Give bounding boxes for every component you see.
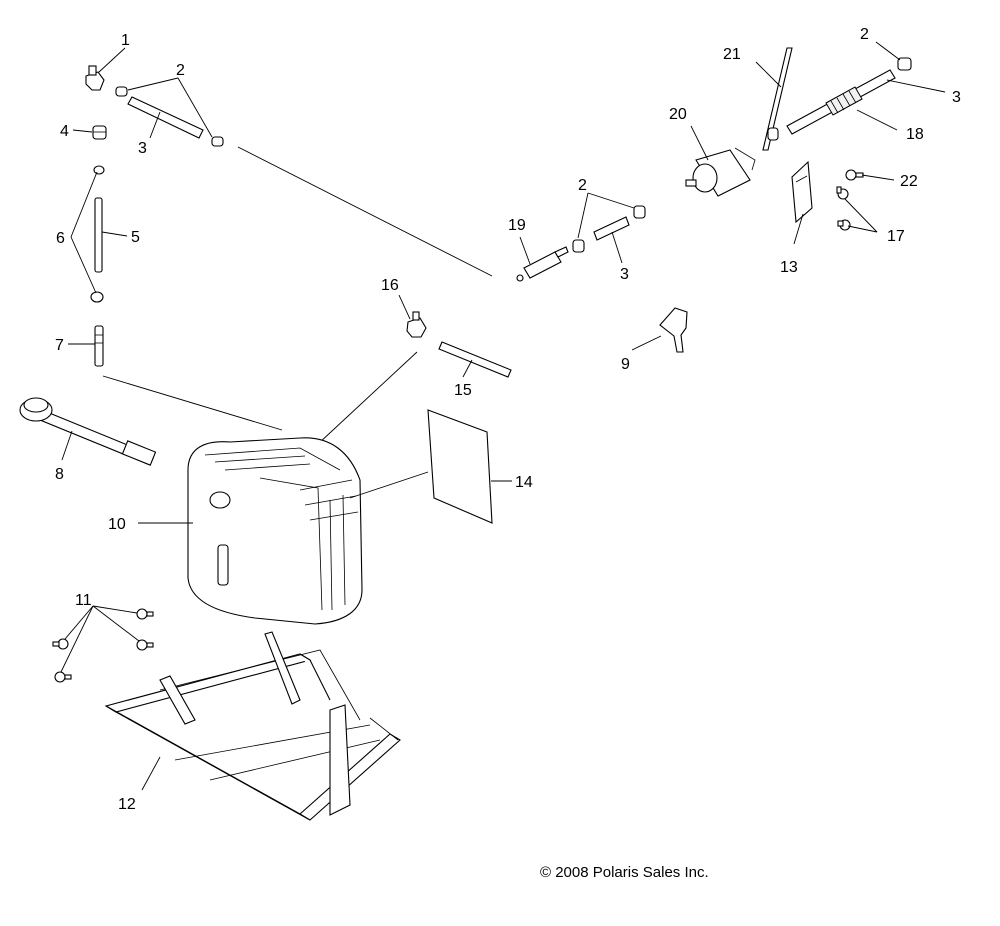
callout-3-center: 3 — [620, 266, 629, 283]
part-12-tray-frame — [104, 631, 401, 821]
part-20-pump — [685, 147, 756, 197]
callout-7: 7 — [55, 337, 64, 354]
part-14-pad — [427, 409, 493, 524]
part-3-hose-left — [127, 96, 204, 139]
part-21-rod — [762, 47, 793, 151]
callout-12: 12 — [118, 796, 136, 813]
callout-22: 22 — [900, 173, 918, 190]
callout-11: 11 — [75, 592, 92, 609]
part-18-sleeve — [825, 86, 863, 116]
callout-18: 18 — [906, 126, 924, 143]
callout-17: 17 — [887, 228, 905, 245]
callout-13: 13 — [780, 259, 798, 276]
callout-3-right: 3 — [952, 89, 961, 106]
part-22-bolt — [845, 169, 864, 181]
part-2-clamp-center — [572, 205, 646, 253]
part-3-hose-center — [593, 216, 630, 241]
callout-21: 21 — [723, 46, 741, 63]
part-4-grommet — [92, 125, 107, 140]
leader-lines — [60, 41, 946, 791]
callout-9: 9 — [621, 356, 630, 373]
callout-4: 4 — [60, 123, 69, 140]
part-6-caps — [90, 165, 105, 303]
callout-6: 6 — [56, 230, 65, 247]
part-10-fuel-tank — [187, 437, 363, 625]
callout-16: 16 — [381, 277, 399, 294]
callout-14: 14 — [515, 474, 533, 491]
callout-1: 1 — [121, 32, 130, 49]
part-2-clamp-right — [897, 57, 912, 71]
part-7-fitting — [94, 325, 104, 367]
callout-20: 20 — [669, 106, 687, 123]
callout-10: 10 — [108, 516, 126, 533]
part-5-vent-tube — [94, 197, 103, 273]
part-11-bolts — [52, 608, 154, 683]
assembly-lines — [102, 146, 493, 445]
callout-19: 19 — [508, 217, 526, 234]
callout-8: 8 — [55, 466, 64, 483]
part-15-hose — [438, 341, 512, 378]
callout-2-right: 2 — [860, 26, 869, 43]
part-1-fitting — [85, 65, 105, 91]
part-16-fitting — [406, 311, 427, 338]
part-13-bracket — [791, 160, 813, 224]
callout-5: 5 — [131, 229, 140, 246]
callout-15: 15 — [454, 382, 472, 399]
callout-2-center: 2 — [578, 177, 587, 194]
part-17-bolts — [836, 186, 851, 231]
callout-2: 2 — [176, 62, 185, 79]
copyright-notice: © 2008 Polaris Sales Inc. — [540, 864, 709, 881]
part-19-filter — [516, 246, 569, 282]
callout-3: 3 — [138, 140, 147, 157]
part-2-clamp-left — [115, 86, 224, 147]
part-9-bracket — [659, 307, 688, 353]
callout-numbers: 1 2 3 4 6 5 7 8 10 11 12 14 15 16 19 2 3… — [55, 26, 961, 813]
part-8-cap-gauge — [19, 397, 157, 466]
